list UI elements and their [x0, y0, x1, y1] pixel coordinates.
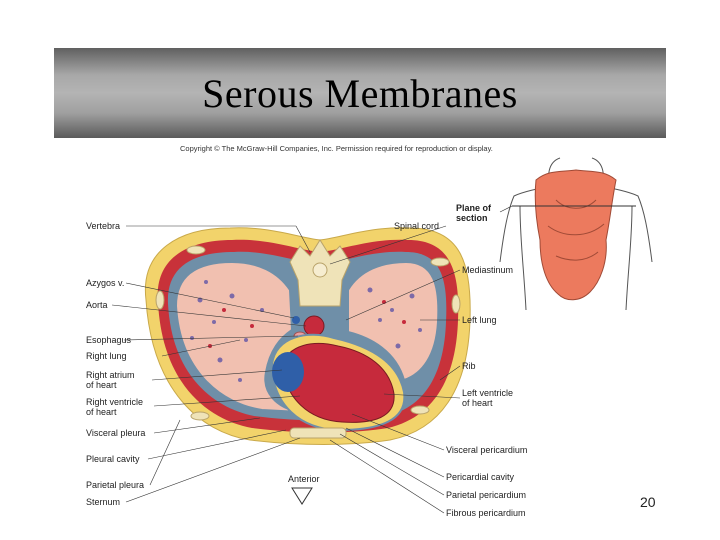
label-mediastinum: Mediastinum — [462, 265, 513, 275]
torso-inset — [499, 157, 653, 311]
slide-title: Serous Membranes — [202, 70, 518, 116]
right-lung — [174, 260, 301, 413]
label-right-lung: Right lung — [86, 351, 127, 361]
torso-outline — [499, 157, 653, 311]
label-aorta: Aorta — [86, 300, 108, 310]
label-parietal-pleura: Parietal pleura — [86, 480, 144, 490]
label-right-atrium-1: Right atrium — [86, 370, 135, 380]
label-visceral-pericardium: Visceral pericardium — [446, 445, 527, 455]
lung-vessels-red — [208, 300, 406, 348]
aorta-shape — [303, 315, 325, 337]
label-plane-1: Plane of — [456, 203, 492, 213]
label-fibrous-pericardium: Fibrous pericardium — [446, 508, 526, 518]
label-rib: Rib — [462, 361, 476, 371]
label-parietal-pericardium: Parietal pericardium — [446, 490, 526, 500]
anterior-arrow-icon — [291, 487, 313, 505]
label-right-ventricle-1: Right ventricle — [86, 397, 143, 407]
label-visceral-pleura: Visceral pleura — [86, 428, 145, 438]
heart-ventricles — [281, 343, 395, 423]
copyright-notice: Copyright © The McGraw-Hill Companies, I… — [180, 144, 493, 153]
title-bar: Serous Membranes — [54, 48, 666, 138]
azygos-shape — [292, 316, 300, 324]
label-plane-2: section — [456, 213, 488, 223]
right-atrium-shape — [272, 352, 304, 392]
label-left-ventricle-2: of heart — [462, 398, 493, 408]
spinal-cord-shape — [312, 262, 328, 278]
label-right-ventricle-2: of heart — [86, 407, 117, 417]
label-azygos: Azygos v. — [86, 278, 124, 288]
torso-organ-details — [547, 199, 605, 261]
sternum-shape — [289, 427, 347, 439]
label-right-atrium-2: of heart — [86, 380, 117, 390]
label-anterior: Anterior — [288, 474, 320, 484]
lung-vessels — [190, 280, 422, 382]
label-pleural-cavity: Pleural cavity — [86, 454, 140, 464]
ribs — [155, 245, 461, 421]
label-spinal-cord: Spinal cord — [394, 221, 439, 231]
label-pericardial-cavity: Pericardial cavity — [446, 472, 515, 482]
label-sternum: Sternum — [86, 497, 120, 507]
label-vertebra: Vertebra — [86, 221, 120, 231]
label-esophagus: Esophagus — [86, 335, 132, 345]
label-left-ventricle-1: Left ventricle — [462, 388, 513, 398]
leader-lines — [111, 205, 513, 514]
page-number: 20 — [640, 494, 656, 510]
label-left-lung: Left lung — [462, 315, 497, 325]
